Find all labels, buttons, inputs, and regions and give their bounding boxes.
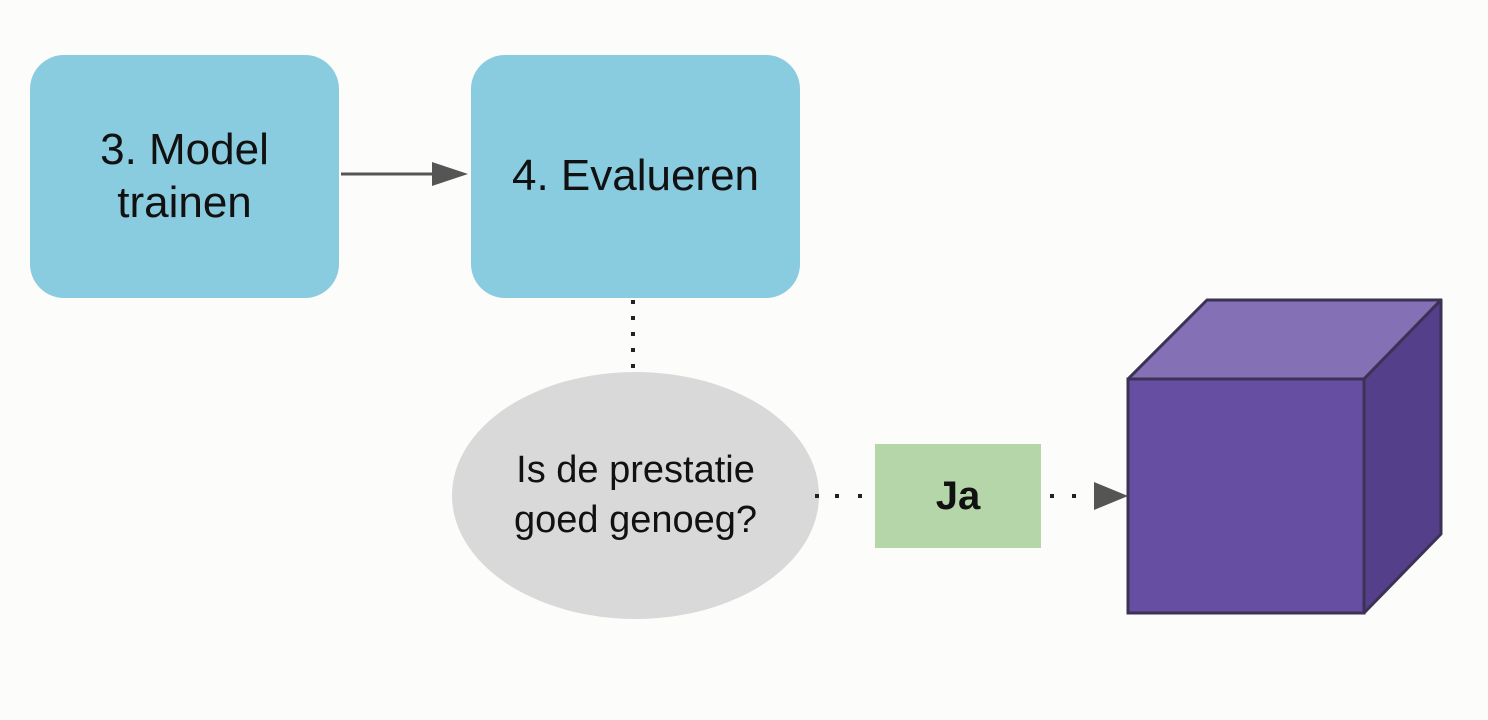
yes-label: Ja — [935, 473, 981, 518]
dotted-connector-evalueren-to-decision — [631, 300, 635, 368]
step-evalueren: 4. Evalueren — [471, 55, 800, 298]
step-evalueren-label: 4. Evalueren — [511, 151, 760, 201]
connector-dot — [835, 494, 839, 498]
step-model-trainen-line1: 3. Model — [100, 124, 269, 174]
arrow-step3-to-step4 — [341, 162, 468, 186]
decision-performance-good-enough: Is de prestatie goed genoeg? — [452, 372, 819, 619]
connector-dot — [631, 348, 635, 352]
cube-icon — [1126, 298, 1443, 615]
step-model-trainen-text: 3. Model trainen — [100, 124, 269, 230]
decision-line1: Is de prestatie — [516, 449, 755, 492]
arrow-step3-to-step4-head — [432, 162, 468, 186]
connector-dot — [858, 494, 862, 498]
connector-dot — [631, 316, 635, 320]
connector-dot — [1050, 494, 1054, 498]
connector-dot — [815, 494, 819, 498]
connector-dot — [631, 300, 635, 304]
dotted-connector-decision-to-yes — [815, 494, 862, 498]
decision-text: Is de prestatie goed genoeg? — [514, 446, 757, 545]
dotted-arrow-yes-to-cube-head — [1094, 482, 1128, 510]
connector-dot — [631, 364, 635, 368]
connector-dot — [1072, 494, 1076, 498]
step-model-trainen: 3. Model trainen — [30, 55, 339, 298]
dotted-arrow-yes-to-cube — [1050, 482, 1128, 510]
step-model-trainen-line2: trainen — [117, 177, 252, 227]
connector-dot — [631, 332, 635, 336]
decision-line2: goed genoeg? — [513, 498, 758, 541]
yes-label-box: Ja — [875, 444, 1041, 548]
cube-front-face — [1126, 377, 1366, 615]
